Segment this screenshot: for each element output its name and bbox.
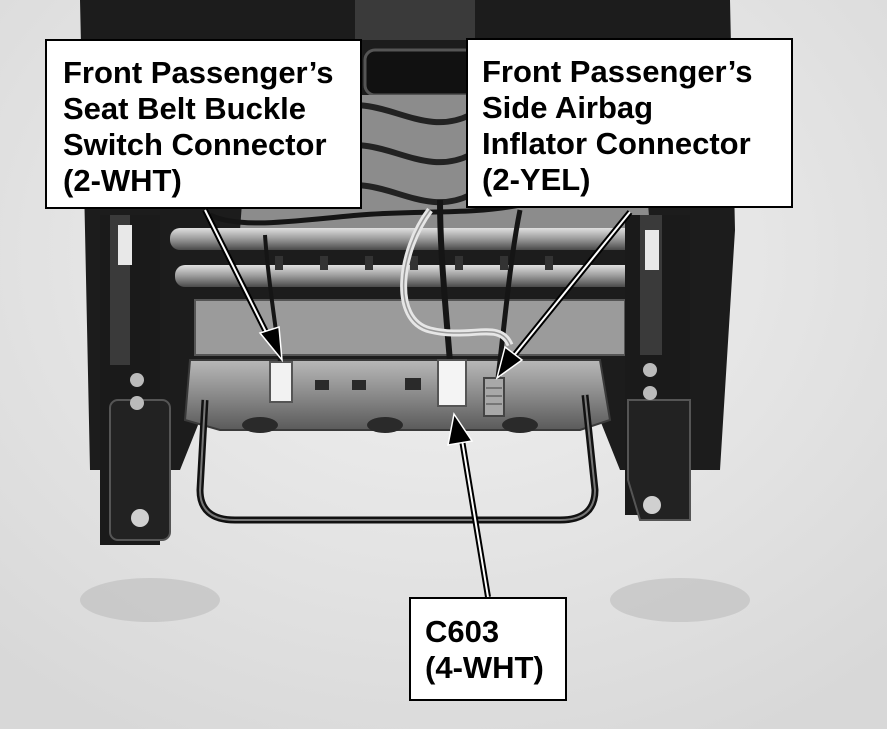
callout-seat-belt-buckle-switch-connector: Front Passenger’s Seat Belt Buckle Switc… <box>45 39 362 209</box>
callout-line: (2-WHT) <box>63 163 182 198</box>
callout-line: Seat Belt Buckle <box>63 91 306 126</box>
callout-line: C603 <box>425 614 500 649</box>
callout-line: Side Airbag <box>482 90 654 125</box>
callout-side-airbag-inflator-connector: Front Passenger’s Side Airbag Inflator C… <box>466 38 793 208</box>
callout-line: Front Passenger’s <box>63 55 334 90</box>
callout-c603-connector: C603 (4-WHT) <box>409 597 567 701</box>
callout-line: (2-YEL) <box>482 162 591 197</box>
leader-arrows <box>202 208 633 598</box>
callout-line: Switch Connector <box>63 127 327 162</box>
callout-line: (4-WHT) <box>425 650 544 685</box>
callout-line: Inflator Connector <box>482 126 751 161</box>
callout-line: Front Passenger’s <box>482 54 753 89</box>
